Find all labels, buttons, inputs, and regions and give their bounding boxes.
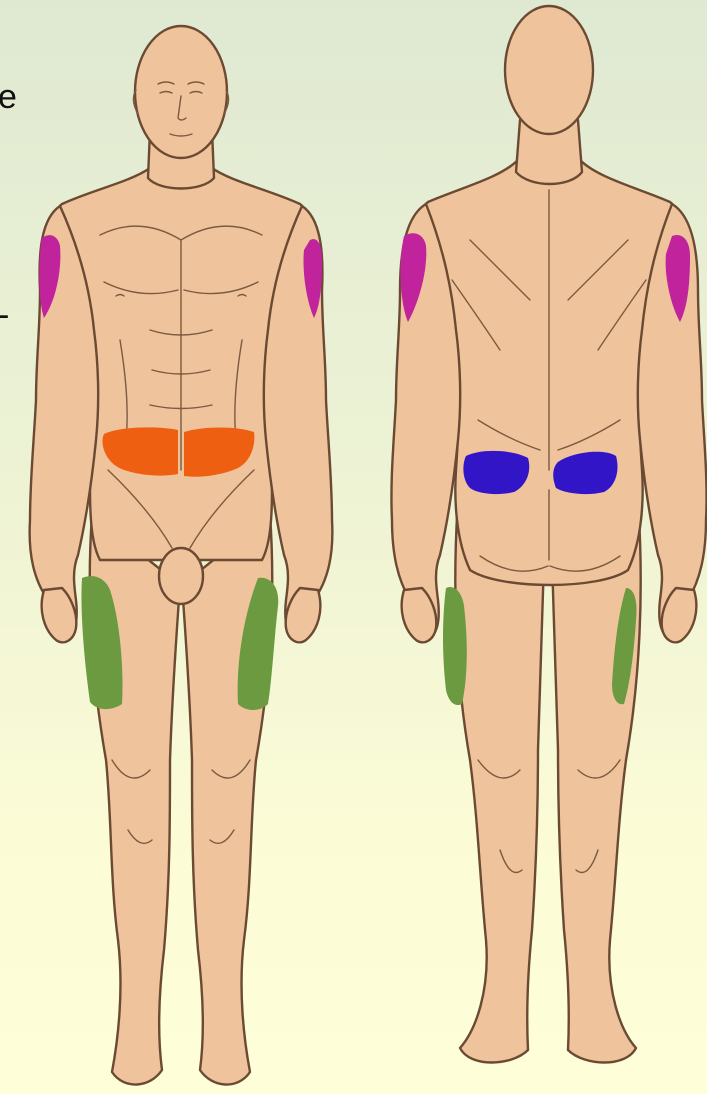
front-head: [135, 26, 227, 158]
back-head: [505, 6, 593, 134]
front-genitals: [159, 548, 203, 604]
back-figure: [391, 6, 706, 1063]
back-right-buttock-site: [463, 451, 529, 494]
front-figure: [30, 26, 333, 1085]
back-right-thigh-site: [443, 587, 467, 705]
